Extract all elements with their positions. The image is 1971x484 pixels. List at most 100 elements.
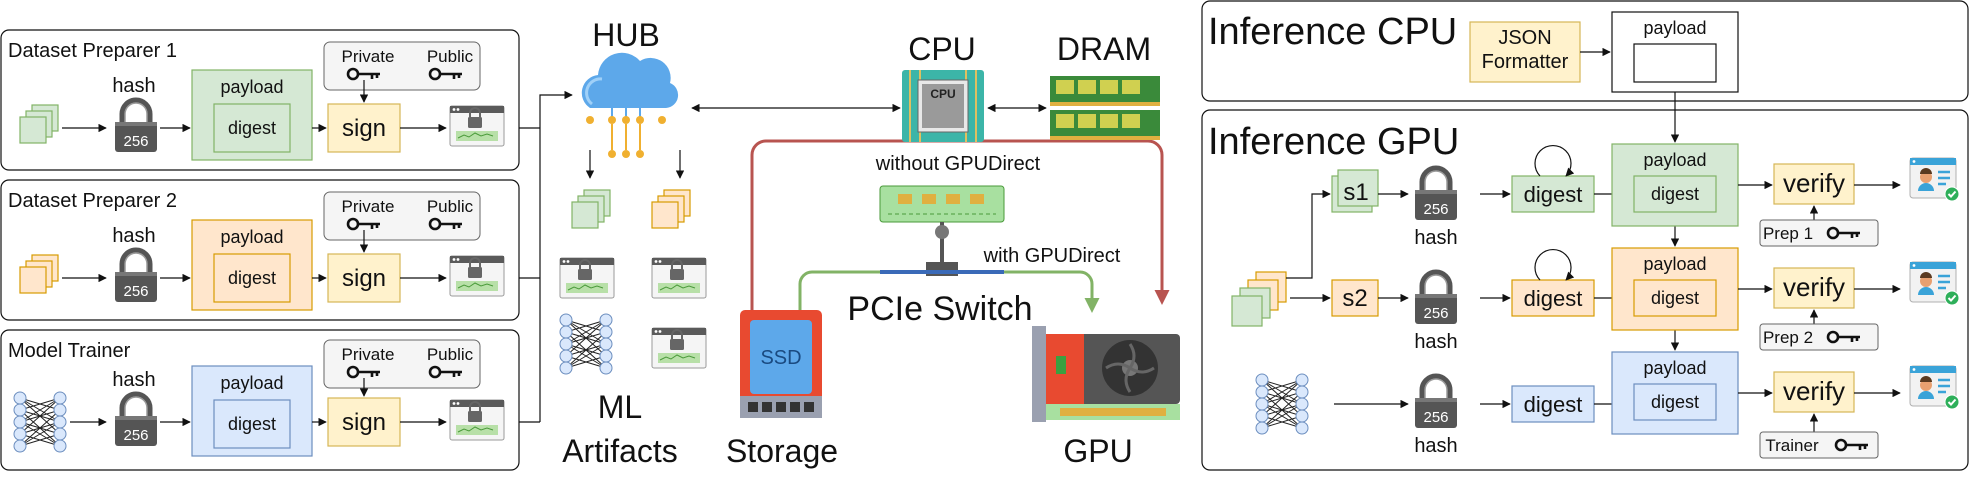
key-box-trainer (1759, 431, 1879, 459)
lock-number: 256 (123, 427, 148, 444)
public-key-label: Public (427, 345, 474, 364)
cpu-chip-icon: CPU (902, 70, 984, 142)
signed-artifact-icon (449, 255, 505, 297)
cpu-payload-slot (1633, 43, 1717, 83)
lock-number: 256 (1423, 409, 1448, 426)
hub-signed-artifact-icon (559, 257, 615, 299)
panel-dataset-preparer-1: Dataset Preparer 1 hash 256 payload dige… (0, 29, 520, 171)
recompute-loop (1534, 144, 1575, 177)
digest-label: digest (228, 118, 276, 138)
panel-title: Dataset Preparer 1 (8, 40, 177, 62)
artifacts-label-line2: Artifacts (562, 433, 678, 469)
payload-label: payload (220, 227, 283, 247)
signed-artifact-icon (449, 399, 505, 441)
split-s2-box (1331, 279, 1379, 317)
hub-title: HUB (592, 17, 660, 53)
verified-id-icon (1908, 260, 1961, 307)
payload-digest-label: digest (1651, 184, 1699, 204)
panel-inference-gpu: Inference GPU s1 256 hash digest payload… (1201, 92, 1969, 471)
verified-id-icon (1908, 364, 1961, 411)
hub-dataset-2-icon (651, 189, 691, 229)
hash-label: hash (1414, 435, 1457, 457)
panel-title: Dataset Preparer 2 (8, 190, 177, 212)
digest-box (1511, 175, 1595, 213)
key-label-trainer: Trainer (1765, 436, 1819, 455)
cpu-title: CPU (908, 31, 976, 67)
ssd-label: SSD (760, 347, 801, 369)
private-key-label: Private (342, 197, 395, 216)
dataset-files-icon (19, 104, 59, 144)
sign-label: sign (342, 265, 386, 292)
gpu-card-icon (1032, 326, 1180, 422)
payload-digest-box (1633, 383, 1717, 421)
verify-box (1773, 371, 1855, 413)
payload-digest-box (1633, 175, 1717, 213)
verify-box (1773, 267, 1855, 309)
hash-label: hash (112, 225, 155, 247)
digest-box (213, 103, 291, 153)
payload-label: payload (1643, 150, 1706, 170)
sign-label: sign (342, 115, 386, 142)
cloud-icon (581, 52, 679, 158)
hub-signed-artifact-icon (651, 327, 707, 369)
lock-number: 256 (123, 133, 148, 150)
panel-title: Inference CPU (1208, 11, 1457, 53)
artifacts-label-line1: ML (598, 389, 642, 425)
json-formatter-line2: Formatter (1482, 51, 1569, 73)
without-gpudirect-label: without GPUDirect (875, 153, 1041, 175)
sign-box (327, 397, 401, 447)
gpu-title: GPU (1063, 433, 1132, 469)
sign-label: sign (342, 409, 386, 436)
dataset-files-icon (19, 254, 59, 294)
panel-inference-cpu: Inference CPU JSON Formatter payload (1201, 0, 1969, 102)
sign-box (327, 253, 401, 303)
hash-label: hash (1414, 227, 1457, 249)
json-formatter-line1: JSON (1498, 27, 1551, 49)
upload-connectors (519, 90, 573, 423)
digest-label: digest (1524, 182, 1583, 207)
hardware: CPU CPU DRAM without GPUDirect (726, 31, 1180, 469)
panel-dataset-preparer-2: Dataset Preparer 2 hash 256 payload dige… (0, 179, 520, 321)
storage-title: Storage (726, 433, 838, 469)
hub-dataset-1-icon (571, 189, 611, 229)
key-label-prep2: Prep 2 (1763, 328, 1813, 347)
pcie-switch-icon (879, 185, 1005, 276)
hub: HUB ML Artifacts (559, 17, 707, 469)
with-gpudirect-label: with GPUDirect (983, 245, 1121, 267)
panel-title: Inference GPU (1208, 121, 1459, 163)
public-key-label: Public (427, 197, 474, 216)
verified-id-icon (1908, 156, 1961, 203)
panel-title: Model Trainer (8, 340, 131, 362)
key-box-prep2 (1759, 323, 1879, 351)
hub-model-icon (559, 313, 613, 375)
public-key-label: Public (427, 47, 474, 66)
digest-label: digest (228, 414, 276, 434)
ssd-icon: SSD (740, 310, 822, 418)
lock-number: 256 (1423, 201, 1448, 218)
digest-box (213, 399, 291, 449)
cpu-chip-label: CPU (930, 87, 955, 101)
signed-artifact-icon (449, 105, 505, 147)
lock-number: 256 (1423, 305, 1448, 322)
verify-label: verify (1783, 168, 1845, 198)
lock-number: 256 (123, 283, 148, 300)
pcie-switch-title: PCIe Switch (847, 290, 1032, 328)
digest-label: digest (228, 268, 276, 288)
key-box (323, 191, 481, 241)
split-s1-label: s1 (1343, 179, 1368, 206)
payload-label: payload (1643, 358, 1706, 378)
key-label-prep1: Prep 1 (1763, 224, 1813, 243)
digest-box (213, 253, 291, 303)
payload-digest-label: digest (1651, 392, 1699, 412)
digest-label: digest (1524, 286, 1583, 311)
key-box (323, 41, 481, 91)
digest-label: digest (1524, 392, 1583, 417)
cpu-payload-label: payload (1643, 18, 1706, 38)
key-box-prep1 (1759, 219, 1879, 247)
recompute-loop (1534, 248, 1575, 281)
hash-label: hash (1414, 331, 1457, 353)
payload-digest-box (1633, 279, 1717, 317)
payload-digest-label: digest (1651, 288, 1699, 308)
input-datasets-icon (1231, 271, 1287, 327)
